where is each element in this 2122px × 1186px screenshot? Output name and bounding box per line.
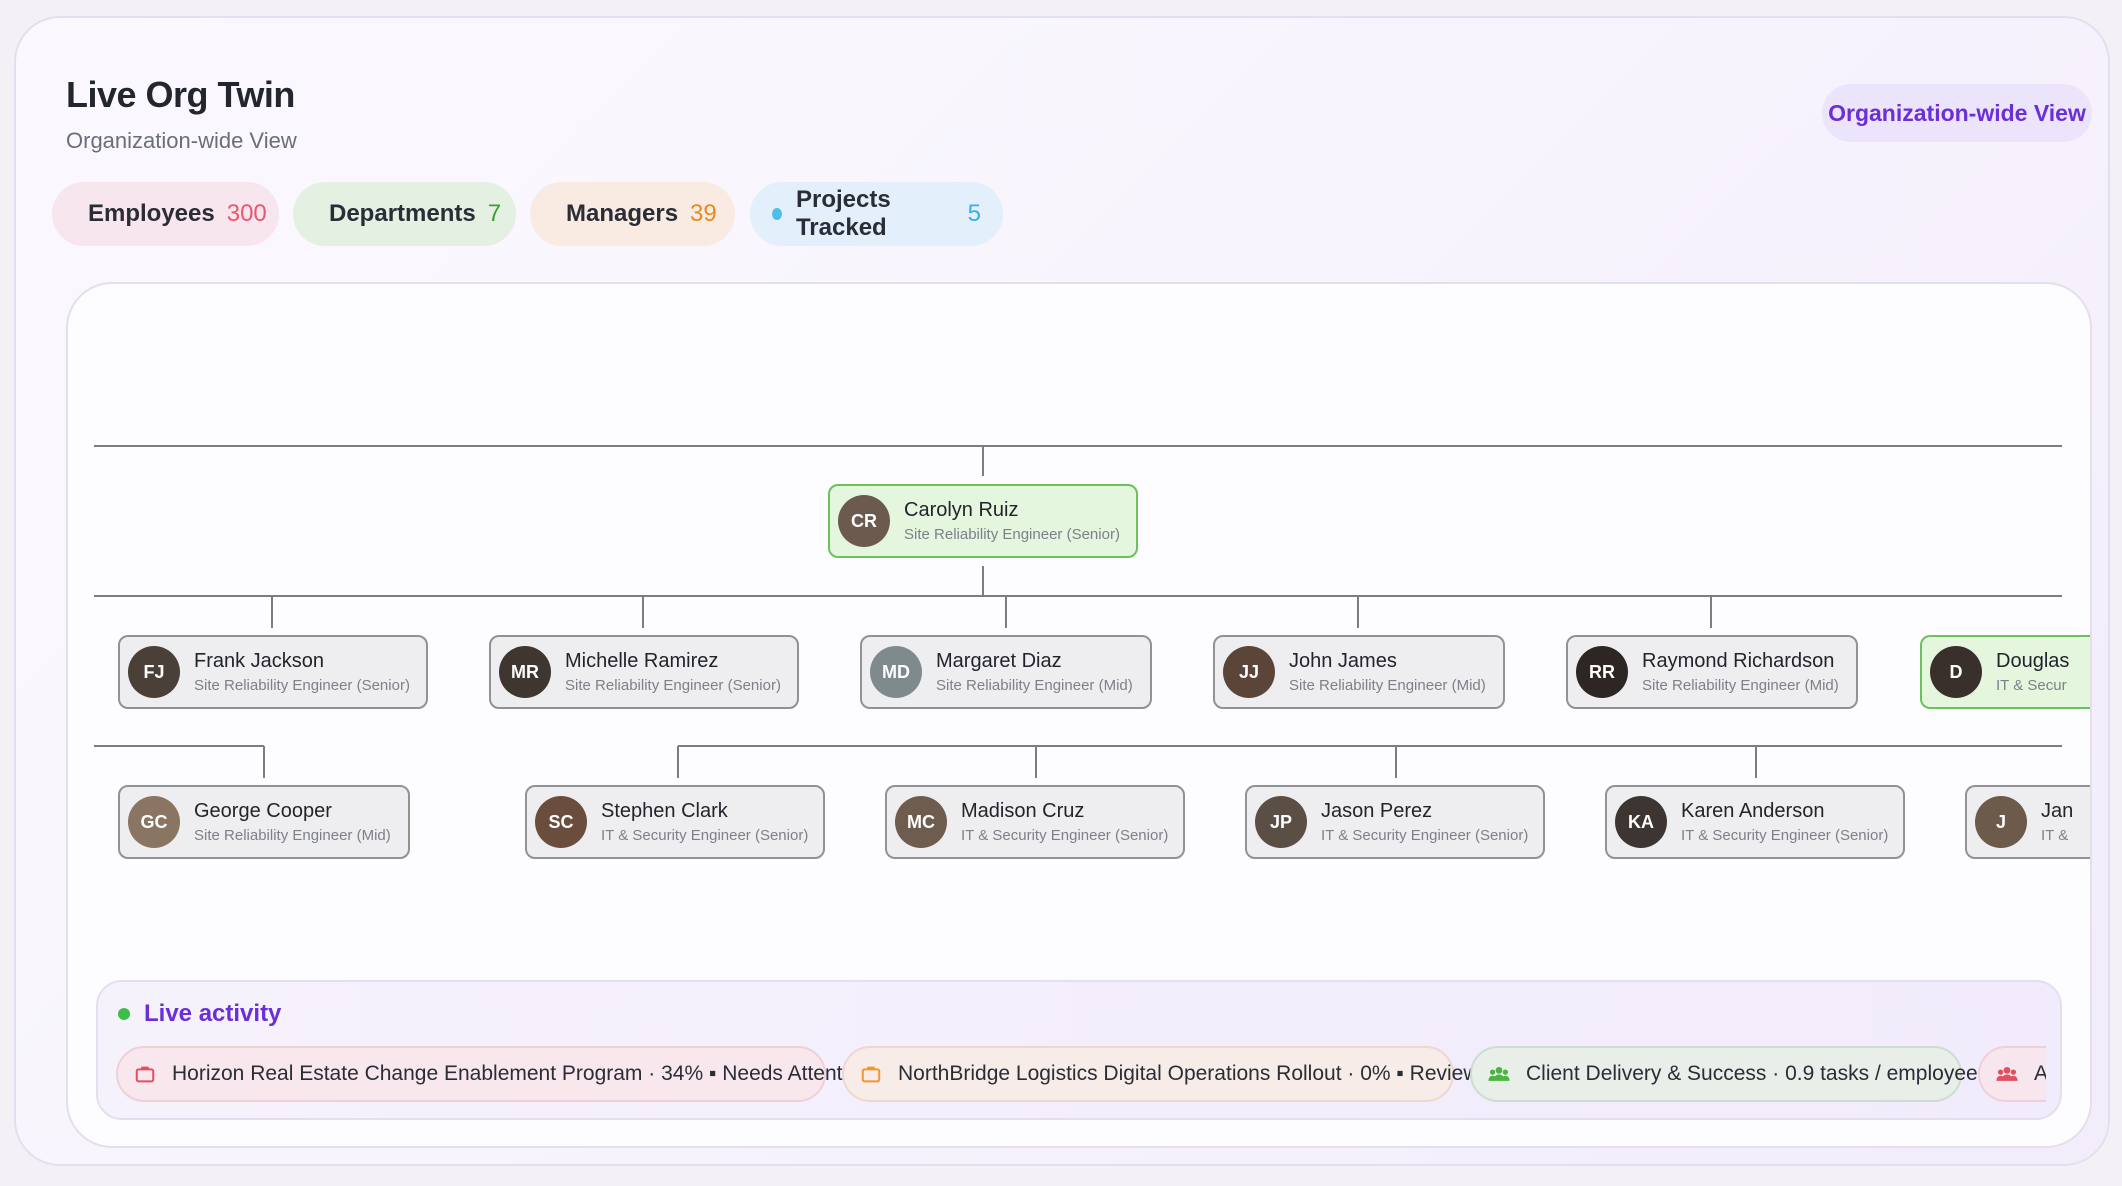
employee-name: Stephen Clark bbox=[601, 800, 728, 822]
org-node-partial[interactable]: D Douglas IT & Secur bbox=[1920, 635, 2090, 709]
live-activity-label: Live activity bbox=[144, 1000, 282, 1027]
activity-item[interactable]: A bbox=[1978, 1046, 2046, 1102]
employee-role: Site Reliability Engineer (Mid) bbox=[936, 677, 1133, 694]
stat-label: Departments bbox=[329, 200, 476, 227]
employee-name: Frank Jackson bbox=[194, 650, 325, 672]
avatar: FJ bbox=[128, 646, 180, 698]
employee-role: Site Reliability Engineer (Senior) bbox=[904, 526, 1120, 543]
status-dot-icon bbox=[772, 208, 782, 220]
team-icon bbox=[1488, 1066, 1510, 1081]
org-node[interactable]: MC Madison Cruz IT & Security Engineer (S… bbox=[885, 785, 1185, 859]
activity-text: Client Delivery & Success · 0.9 tasks / … bbox=[1526, 1062, 1978, 1085]
stat-value: 39 bbox=[690, 200, 717, 227]
employee-name: Michelle Ramirez bbox=[565, 650, 719, 672]
employee-role: IT & Security Engineer (Senior) bbox=[1681, 827, 1889, 844]
employee-role: Site Reliability Engineer (Mid) bbox=[194, 827, 391, 844]
org-chart-canvas[interactable]: CR Carolyn Ruiz Site Reliability Enginee… bbox=[66, 282, 2092, 1148]
activity-item[interactable]: Horizon Real Estate Change Enablement Pr… bbox=[116, 1046, 871, 1102]
avatar: SC bbox=[535, 796, 587, 848]
stat-value: 5 bbox=[967, 200, 981, 227]
employee-name: Raymond Richardson bbox=[1642, 650, 1835, 672]
stat-value: 7 bbox=[487, 200, 502, 227]
org-node-root[interactable]: CR Carolyn Ruiz Site Reliability Enginee… bbox=[828, 484, 1138, 558]
activity-item[interactable]: NorthBridge Logistics Digital Operations… bbox=[842, 1046, 1479, 1102]
avatar: JP bbox=[1255, 796, 1307, 848]
avatar: CR bbox=[838, 495, 890, 547]
employee-role: IT & Security Engineer (Senior) bbox=[1321, 827, 1529, 844]
avatar: MD bbox=[870, 646, 922, 698]
avatar: KA bbox=[1615, 796, 1667, 848]
org-connector-lines bbox=[94, 445, 2062, 778]
employee-name: Karen Anderson bbox=[1681, 800, 1825, 822]
org-node[interactable]: JP Jason Perez IT & Security Engineer (Se… bbox=[1245, 785, 1545, 859]
stat-managers[interactable]: Managers 39 bbox=[530, 182, 735, 246]
briefcase-icon bbox=[135, 1066, 155, 1083]
stat-label: Projects Tracked bbox=[795, 186, 891, 241]
employee-name: George Cooper bbox=[194, 800, 332, 822]
stat-projects-tracked[interactable]: Projects Tracked 5 bbox=[750, 182, 1003, 246]
live-activity-panel: Live activity Horizon Real Estate Change… bbox=[96, 980, 2062, 1120]
activity-item[interactable]: Client Delivery & Success · 0.9 tasks / … bbox=[1470, 1046, 1978, 1102]
activity-text: Horizon Real Estate Change Enablement Pr… bbox=[172, 1062, 871, 1085]
stat-value: 300 bbox=[226, 200, 267, 227]
stat-employees[interactable]: Employees 300 bbox=[52, 182, 279, 246]
employee-role: IT & bbox=[2041, 827, 2069, 844]
team-icon bbox=[1996, 1066, 2018, 1081]
employee-name: Margaret Diaz bbox=[936, 650, 1062, 672]
live-dot-icon bbox=[118, 1008, 130, 1020]
employee-name: Jason Perez bbox=[1321, 800, 1433, 822]
org-node[interactable]: KA Karen Anderson IT & Security Engineer … bbox=[1605, 785, 1905, 859]
activity-text: NorthBridge Logistics Digital Operations… bbox=[898, 1062, 1479, 1085]
briefcase-icon bbox=[861, 1066, 881, 1083]
dashboard-panel: Live Org Twin Organization-wide View Org… bbox=[14, 16, 2110, 1166]
employee-name: John James bbox=[1289, 650, 1397, 672]
employee-name: Jan bbox=[2041, 800, 2074, 822]
avatar: GC bbox=[128, 796, 180, 848]
employee-name: Madison Cruz bbox=[961, 800, 1085, 822]
avatar: RR bbox=[1576, 646, 1628, 698]
employee-role: Site Reliability Engineer (Mid) bbox=[1289, 677, 1486, 694]
org-node[interactable]: SC Stephen Clark IT & Security Engineer (… bbox=[525, 785, 825, 859]
org-node-partial[interactable]: J Jan IT & bbox=[1965, 785, 2090, 859]
stat-departments[interactable]: Departments 7 bbox=[293, 182, 516, 246]
employee-role: Site Reliability Engineer (Senior) bbox=[565, 677, 781, 694]
page-subtitle: Organization-wide View bbox=[66, 128, 297, 153]
employee-name: Douglas bbox=[1996, 650, 2070, 672]
view-scope-button[interactable]: Organization-wide View bbox=[1822, 84, 2092, 142]
activity-text: A bbox=[2034, 1062, 2046, 1086]
employee-role: Site Reliability Engineer (Senior) bbox=[194, 677, 410, 694]
avatar: MC bbox=[895, 796, 947, 848]
employee-name: Carolyn Ruiz bbox=[904, 499, 1019, 521]
activity-ticker[interactable]: Horizon Real Estate Change Enablement Pr… bbox=[116, 1046, 2046, 1106]
avatar: MR bbox=[499, 646, 551, 698]
live-activity-title: Live activity bbox=[118, 1000, 281, 1028]
employee-role: IT & Security Engineer (Senior) bbox=[961, 827, 1169, 844]
employee-role: IT & Security Engineer (Senior) bbox=[601, 827, 809, 844]
stat-label: Employees bbox=[88, 200, 215, 227]
employee-role: Site Reliability Engineer (Mid) bbox=[1642, 677, 1839, 694]
stat-label: Managers bbox=[566, 200, 679, 227]
avatar: J bbox=[1975, 796, 2027, 848]
employee-role: IT & Secur bbox=[1996, 677, 2067, 694]
avatar: D bbox=[1930, 646, 1982, 698]
page-title: Live Org Twin bbox=[66, 74, 295, 115]
avatar: JJ bbox=[1223, 646, 1275, 698]
